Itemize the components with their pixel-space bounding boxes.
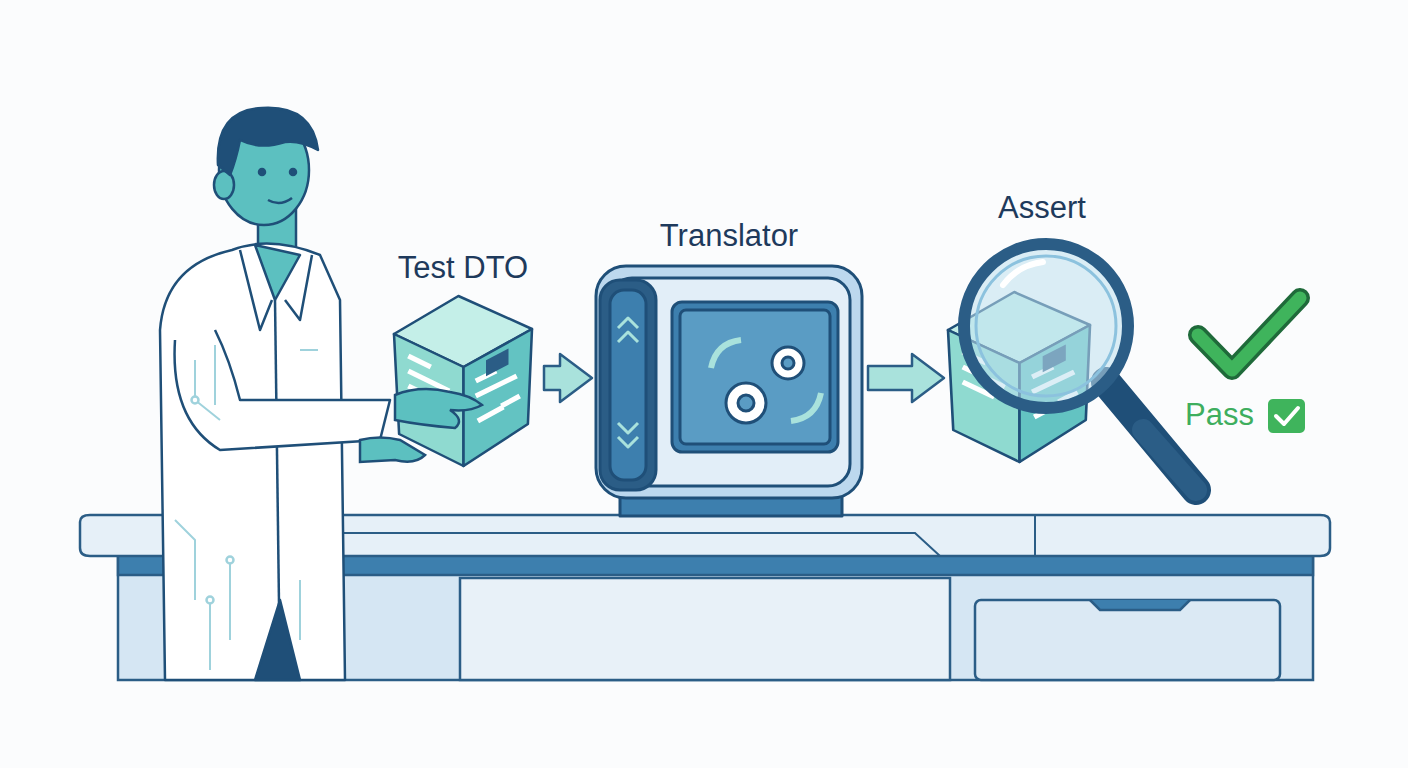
node-label: Test DTO	[358, 250, 568, 286]
result-label: Pass	[1185, 397, 1254, 433]
big-checkmark	[1198, 298, 1300, 370]
flow-arrow	[868, 354, 944, 402]
pass-checkbox	[1268, 399, 1305, 433]
illustrated-node: Assert	[948, 190, 1136, 465]
illustrated-node: Test DTO	[388, 250, 538, 472]
illustrated-node: Translator	[596, 218, 862, 520]
flow-arrow	[544, 354, 592, 402]
node-label: Assert	[918, 190, 1166, 226]
scientist	[160, 108, 390, 680]
node-shape	[596, 218, 862, 520]
node-label: Translator	[566, 218, 892, 254]
node-shape	[948, 190, 1136, 465]
